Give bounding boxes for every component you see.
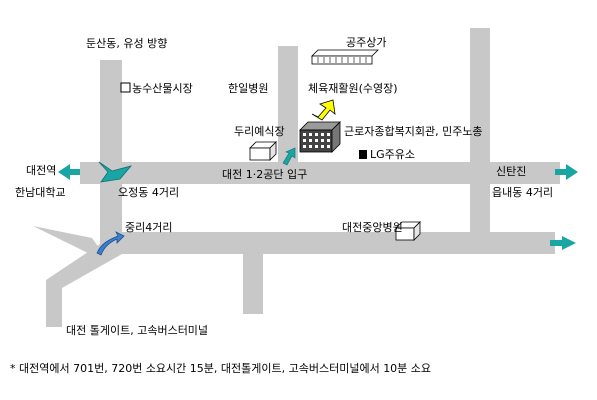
road-vertical-left — [100, 60, 122, 240]
label-lg-gas: LG주유소 — [370, 148, 415, 161]
label-jungni-intersection: 중리4거리 — [125, 221, 172, 234]
road-diagonal-upper-left — [33, 226, 100, 256]
label-welfare-hall: 근로자종합복지회관, 민주노총 — [344, 125, 483, 138]
duri-wedding-building-icon — [249, 141, 277, 161]
direction-arrows — [58, 147, 578, 256]
road-vertical-center — [278, 46, 298, 164]
map-labels: 둔산동, 유성 방향 공주상가 농수산물시장 한일병원 체육재활원(수영장) 두… — [15, 36, 553, 337]
square-outline-icon — [120, 82, 131, 93]
road-vertical-lower — [243, 252, 263, 314]
label-gongjusangga: 공주상가 — [346, 36, 386, 49]
arrow-left-daejeon-station-icon — [58, 164, 80, 180]
arrow-right-sintanjin-icon — [555, 164, 578, 180]
road-horizontal-main — [80, 162, 560, 184]
road-diagonal-lower-left — [46, 242, 122, 327]
arrow-industrial-entrance-icon — [282, 147, 296, 166]
daejeon-central-hospital-building-icon — [395, 221, 421, 241]
label-hannam-univ: 한남대학교 — [15, 186, 66, 199]
road-horizontal-lower — [100, 232, 555, 254]
arrow-jungni-curved-icon — [96, 231, 125, 256]
footnote: * 대전역에서 701번, 720번 소요시간 15분, 대전톨게이트, 고속버… — [10, 362, 431, 375]
label-sintanjin: 신탄진 — [496, 165, 526, 178]
label-hanil-hospital: 한일병원 — [228, 81, 268, 95]
location-highlight-arrow-icon — [311, 99, 336, 121]
label-tollgate-terminal: 대전 톨게이트, 고속버스터미널 — [66, 324, 208, 337]
welfare-hall-building-icon — [299, 121, 341, 153]
label-daejeon-central-hospital: 대전중앙병원 — [342, 221, 403, 234]
arrow-right-lower-road-icon — [550, 236, 576, 250]
arrow-ojeong-intersection-icon — [98, 161, 133, 183]
label-eumnae-intersection: 읍내동 4거리 — [492, 186, 553, 199]
square-filled-icon — [359, 150, 367, 159]
label-nongsusan-market: 농수산물시장 — [132, 82, 193, 95]
label-daejeon-station: 대전역 — [26, 164, 56, 177]
roads — [33, 28, 560, 327]
label-industrial-entrance: 대전 1·2공단 입구 — [222, 168, 307, 181]
label-sports-center: 체육재활원(수영장) — [308, 81, 398, 95]
label-ojeong-intersection: 오정동 4거리 — [118, 186, 179, 199]
label-duri-wedding: 두리예식장 — [234, 125, 285, 138]
road-vertical-right — [470, 28, 490, 243]
gongjusangga-building-icon — [311, 49, 379, 65]
label-dunsan-yuseong: 둔산동, 유성 방향 — [86, 37, 167, 50]
